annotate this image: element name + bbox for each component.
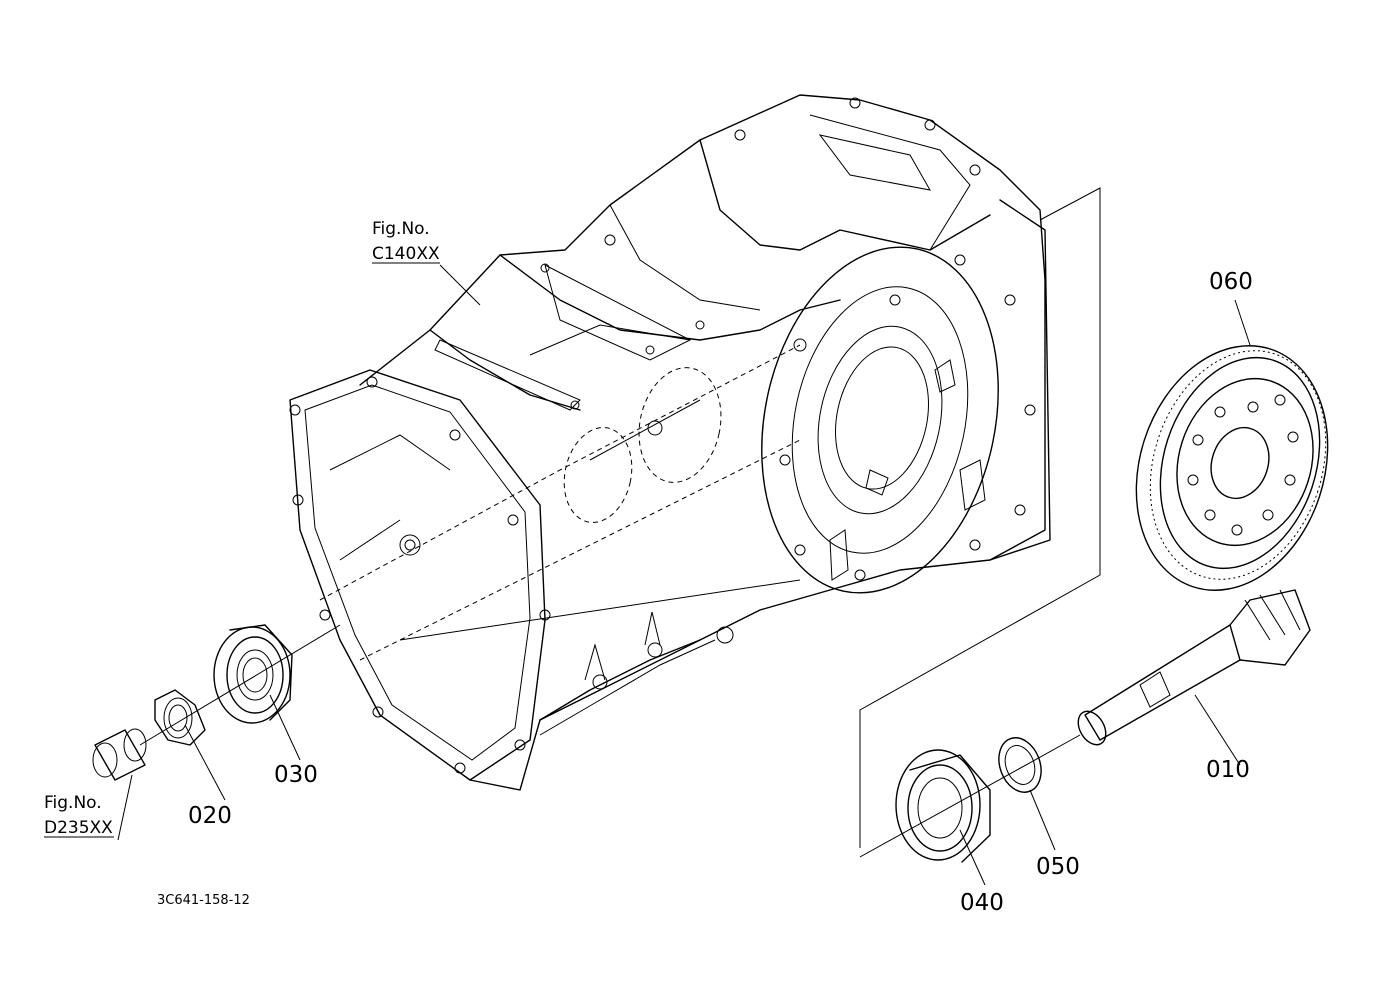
- ring-gear-060: [1135, 345, 1329, 591]
- part-label-010: 010: [1206, 757, 1250, 783]
- pinion-shaft-010: [1077, 589, 1311, 746]
- part-label-050: 050: [1036, 854, 1080, 880]
- transmission-case: [289, 94, 1051, 791]
- lock-nut-020: [154, 689, 206, 746]
- ref-top-line1: Fig.No.: [372, 219, 430, 239]
- part-label-020: 020: [188, 803, 232, 829]
- drawing-code: 3C641-158-12: [157, 893, 250, 908]
- shim-050: [998, 737, 1042, 793]
- ref-top-line2: C140XX: [372, 244, 440, 264]
- leader-lines: [117, 187, 1251, 886]
- bearing-030: [213, 624, 293, 724]
- ref-bottom-line2: D235XX: [44, 818, 113, 838]
- part-label-030: 030: [274, 762, 318, 788]
- bearing-040: [895, 749, 991, 863]
- ref-bottom-line1: Fig.No.: [44, 793, 102, 813]
- part-label-060: 060: [1209, 269, 1253, 295]
- sleeve: [92, 728, 147, 781]
- part-label-040: 040: [960, 890, 1004, 916]
